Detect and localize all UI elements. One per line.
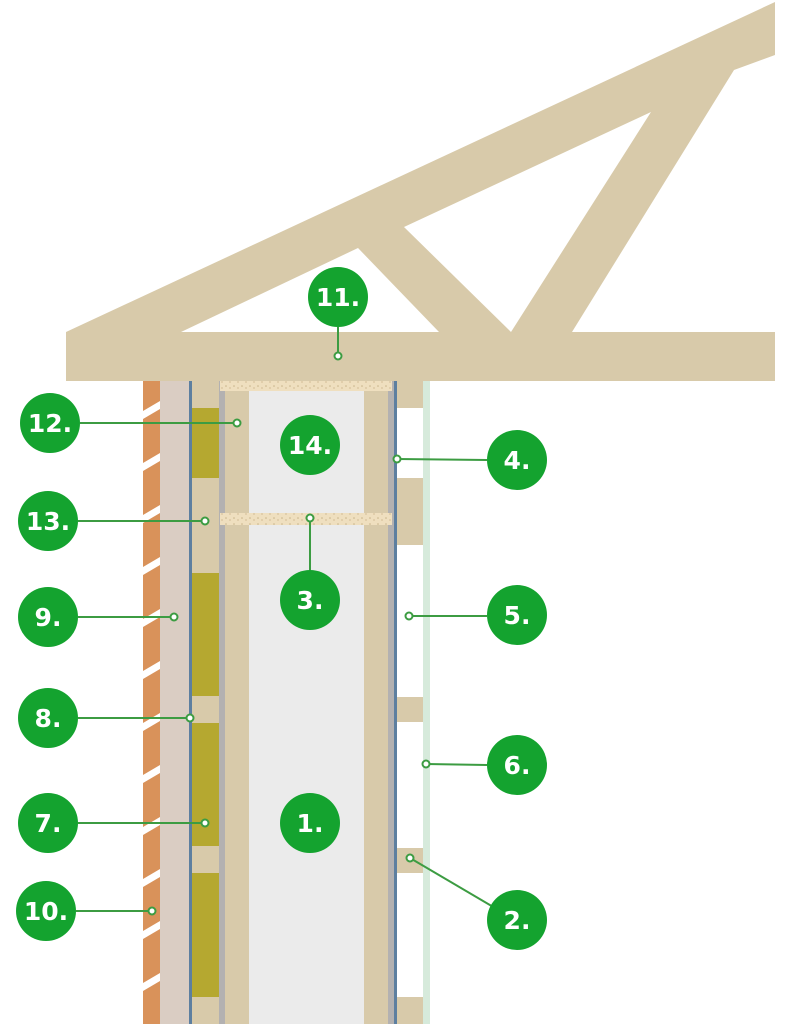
cladding-gap	[143, 505, 160, 523]
label-badge	[280, 793, 340, 853]
service-batten	[397, 478, 423, 545]
label-badge	[18, 587, 78, 647]
stud-outer	[225, 381, 249, 1024]
label-number: 9.	[35, 603, 62, 632]
cladding-gap	[143, 661, 160, 679]
insulation-block	[192, 573, 219, 696]
plasterboard	[423, 381, 430, 1024]
breather-membrane	[189, 381, 192, 1024]
callout-11: 11.	[308, 267, 368, 361]
label-number: 11.	[316, 283, 360, 312]
service-batten	[397, 381, 423, 408]
leader-dot	[392, 454, 402, 464]
truss-gap-middle	[404, 112, 651, 332]
callout-1: 1.	[280, 793, 340, 853]
label-badge	[487, 890, 547, 950]
cladding-gap	[143, 921, 160, 939]
callout-7: 7.	[18, 793, 210, 853]
cladding	[143, 381, 160, 1024]
leader-dot	[333, 351, 343, 361]
callout-2: 2.	[405, 853, 547, 950]
insulation-block	[192, 408, 219, 478]
callout-4: 4.	[392, 430, 547, 490]
cladding-gap	[143, 765, 160, 783]
label-number: 10.	[24, 897, 68, 926]
leader-dot	[421, 759, 431, 769]
cladding-gap	[143, 401, 160, 419]
vapour-control-layer	[394, 381, 397, 1024]
label-badge	[18, 491, 78, 551]
leader-line	[396, 458, 488, 461]
callout-3: 3.	[280, 513, 340, 630]
label-number: 8.	[35, 704, 62, 733]
wall-section	[143, 381, 430, 1024]
service-batten	[397, 697, 423, 722]
callout-12: 12.	[20, 393, 242, 453]
label-badge	[16, 881, 76, 941]
leader-dot	[405, 853, 415, 863]
leader-dot	[305, 513, 315, 523]
callout-8: 8.	[18, 688, 195, 748]
label-number: 7.	[35, 809, 62, 838]
label-number: 12.	[28, 409, 72, 438]
cladding-gap	[143, 869, 160, 887]
leader-line	[425, 763, 488, 766]
callout-9: 9.	[18, 587, 179, 647]
truss-body	[66, 2, 775, 381]
cladding-gap	[143, 453, 160, 471]
label-number: 3.	[297, 586, 324, 615]
leader-line	[409, 857, 496, 909]
label-badge	[487, 430, 547, 490]
label-badge	[20, 393, 80, 453]
sheathing	[219, 381, 225, 1024]
callout-6: 6.	[421, 735, 547, 795]
label-badge	[487, 735, 547, 795]
leader-dot	[404, 611, 414, 621]
cladding-gap	[143, 557, 160, 575]
label-number: 5.	[504, 601, 531, 630]
label-badge	[487, 585, 547, 645]
insulation-block	[192, 873, 219, 997]
label-badge	[308, 267, 368, 327]
callout-13: 13.	[18, 491, 210, 551]
cladding-gap	[143, 973, 160, 991]
insulation-block	[192, 723, 219, 846]
label-number: 2.	[504, 906, 531, 935]
stud-cavity	[249, 381, 364, 1024]
callout-14: 14.	[280, 415, 340, 475]
leader-dot	[147, 906, 157, 916]
label-number: 13.	[26, 507, 70, 536]
leader-dot	[232, 418, 242, 428]
leader-dot	[200, 818, 210, 828]
label-badge	[280, 415, 340, 475]
callout-5: 5.	[404, 585, 547, 645]
leader-dot	[200, 516, 210, 526]
osb-top-plate	[220, 381, 392, 391]
callout-labels: 1. 2. 3. 4. 5. 6. 7. 8. 9. 10. 11. 12. 13. 14.	[16, 267, 547, 950]
leader-dot	[169, 612, 179, 622]
leader-dot	[185, 713, 195, 723]
label-number: 14.	[288, 431, 332, 460]
inner-board	[388, 381, 394, 1024]
label-badge	[18, 793, 78, 853]
label-number: 4.	[504, 446, 531, 475]
service-batten	[397, 997, 423, 1024]
label-badge	[280, 570, 340, 630]
roof-truss	[66, 2, 775, 381]
label-number: 6.	[504, 751, 531, 780]
label-badge	[18, 688, 78, 748]
label-number: 1.	[297, 809, 324, 838]
render-board	[160, 381, 189, 1024]
stud-inner	[364, 381, 388, 1024]
callout-10: 10.	[16, 881, 157, 941]
cladding-gap	[143, 817, 160, 835]
